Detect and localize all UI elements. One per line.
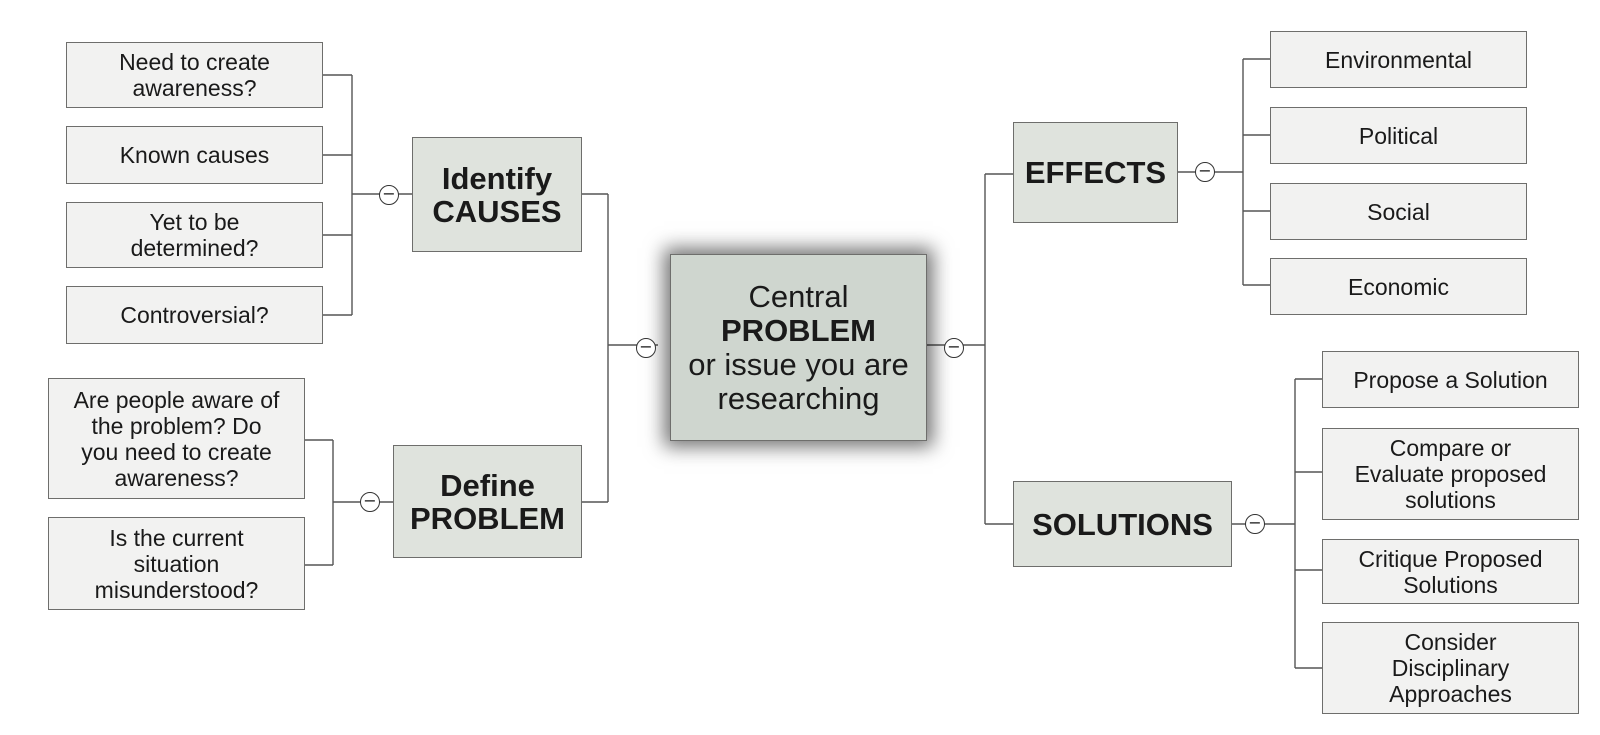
solution-item-line: Disciplinary [1391, 655, 1510, 681]
central-line-1: Central [748, 278, 849, 314]
define-item-line: misunderstood? [94, 576, 259, 603]
define-item-line: situation [133, 550, 220, 577]
identify-causes-line-2: CAUSES [432, 193, 562, 229]
solution-item-line: solutions [1405, 487, 1496, 513]
define-problem-line-2: PROBLEM [410, 500, 565, 536]
collapse-solutions-icon[interactable]: − [1245, 514, 1265, 534]
cause-item-yet-to-be-determined[interactable]: Yet to be determined? [66, 202, 323, 268]
effect-item-label: Economic [1348, 273, 1449, 300]
identify-causes-node[interactable]: Identify CAUSES [412, 137, 582, 252]
collapse-central-right-icon[interactable]: − [944, 338, 964, 358]
central-line-3: or issue you are [688, 346, 909, 382]
solution-item-line: Propose a Solution [1353, 366, 1548, 393]
define-problem-node[interactable]: Define PROBLEM [393, 445, 582, 558]
identify-causes-line-1: Identify [441, 160, 553, 196]
cause-item-need-awareness[interactable]: Need to create awareness? [66, 42, 323, 108]
solutions-node[interactable]: SOLUTIONS [1013, 481, 1232, 567]
central-line-4: researching [717, 380, 880, 416]
define-item-line: Are people aware of [73, 386, 280, 413]
effect-item-environmental[interactable]: Environmental [1270, 31, 1527, 88]
define-item-current-situation[interactable]: Is the current situation misunderstood? [48, 517, 305, 610]
define-item-line: you need to create [81, 438, 272, 465]
cause-item-line: determined? [130, 235, 259, 261]
collapse-define-icon[interactable]: − [360, 492, 380, 512]
collapse-causes-icon[interactable]: − [379, 185, 399, 205]
effect-item-label: Environmental [1324, 46, 1473, 73]
define-item-line: awareness? [114, 464, 239, 491]
central-problem-node[interactable]: Central PROBLEM or issue you are researc… [670, 254, 927, 441]
collapse-central-left-icon[interactable]: − [636, 338, 656, 358]
solution-item-propose[interactable]: Propose a Solution [1322, 351, 1579, 408]
solution-item-critique[interactable]: Critique Proposed Solutions [1322, 539, 1579, 604]
solution-item-disciplinary[interactable]: Consider Disciplinary Approaches [1322, 622, 1579, 714]
collapse-effects-icon[interactable]: − [1195, 162, 1215, 182]
cause-item-known-causes[interactable]: Known causes [66, 126, 323, 184]
solution-item-line: Evaluate proposed [1354, 461, 1547, 487]
define-item-line: the problem? Do [91, 412, 262, 439]
effect-item-social[interactable]: Social [1270, 183, 1527, 240]
cause-item-line: Controversial? [120, 302, 269, 328]
define-item-line: Is the current [109, 524, 244, 551]
effect-item-economic[interactable]: Economic [1270, 258, 1527, 315]
cause-item-line: Yet to be [149, 209, 240, 235]
define-problem-line-1: Define [440, 467, 535, 503]
solutions-label: SOLUTIONS [1032, 506, 1213, 542]
solution-item-line: Compare or [1389, 435, 1512, 461]
effects-label: EFFECTS [1024, 155, 1167, 190]
solution-item-compare[interactable]: Compare or Evaluate proposed solutions [1322, 428, 1579, 520]
cause-item-line: awareness? [132, 75, 257, 101]
effects-node[interactable]: EFFECTS [1013, 122, 1178, 223]
solution-item-line: Critique Proposed [1358, 545, 1543, 572]
effect-item-label: Social [1367, 198, 1430, 225]
cause-item-line: Need to create [119, 49, 270, 75]
effect-item-label: Political [1358, 122, 1439, 149]
cause-item-line: Known causes [119, 142, 270, 168]
solution-item-line: Consider [1404, 629, 1497, 655]
solution-item-line: Solutions [1403, 571, 1498, 598]
solution-item-line: Approaches [1389, 681, 1512, 707]
cause-item-controversial[interactable]: Controversial? [66, 286, 323, 344]
define-item-people-aware[interactable]: Are people aware of the problem? Do you … [48, 378, 305, 499]
central-line-2: PROBLEM [721, 312, 876, 348]
effect-item-political[interactable]: Political [1270, 107, 1527, 164]
